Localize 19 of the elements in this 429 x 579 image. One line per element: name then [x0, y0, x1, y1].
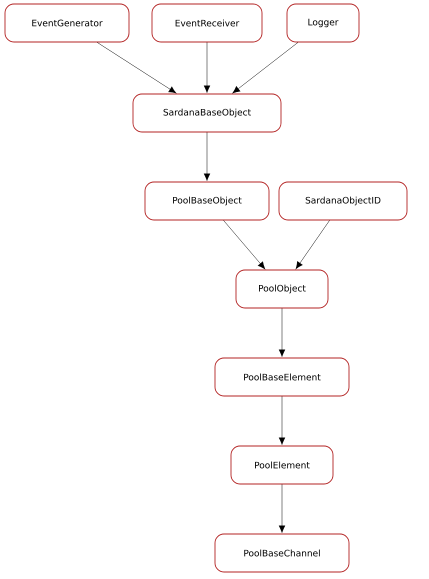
arrow [296, 220, 330, 270]
arrow [232, 42, 298, 94]
class-box: EventGenerator [4, 4, 130, 42]
arrow [204, 132, 210, 181]
class-box: SardanaBaseObject [132, 94, 282, 132]
class-box: PoolElement [230, 446, 334, 484]
class-box: PoolBaseElement [214, 358, 350, 396]
arrow [278, 484, 286, 533]
class-box: EventReceiver [152, 4, 262, 42]
arrow [223, 220, 266, 270]
class-box: PoolObject [236, 270, 328, 308]
class-box: SardanaObjectID [278, 182, 408, 220]
class-box: Logger [286, 4, 360, 42]
arrow [204, 42, 210, 93]
arrow [278, 308, 286, 357]
arrow [278, 396, 286, 445]
class-box: PoolBaseChannel [214, 534, 350, 572]
class-box: PoolBaseObject [144, 182, 270, 220]
arrow [97, 42, 176, 94]
